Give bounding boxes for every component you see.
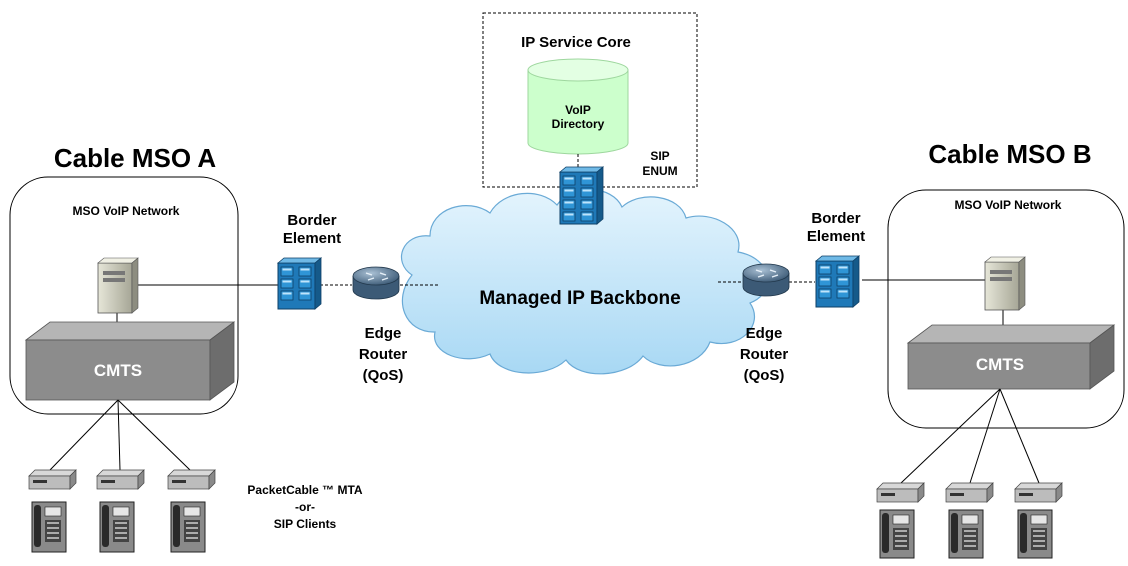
link-cmts-b-mta-2 [969,388,1001,484]
link-cmts-b-mta-3 [999,388,1040,484]
edge-router-b-label-3: (QoS) [743,367,785,384]
border-element-a [276,257,323,310]
phone-icon [99,501,135,553]
link-cmts-a-mta-1 [49,399,119,471]
clients-label-line1: PacketCable ™ MTA [247,483,363,497]
mta-a-1 [28,469,77,490]
edge-router-b [742,263,790,297]
link-cmts-a-mta-3 [117,399,191,471]
core-border-element [558,166,605,225]
mta-b-1 [876,482,925,503]
clients-label-line3: SIP Clients [273,517,337,531]
border-element-a-label-1: Border [287,212,337,229]
cmts-a [24,321,236,401]
phone-icon [31,501,67,553]
link-cmts-a-mta-2 [117,399,121,471]
mso-b-title: Cable MSO B [928,139,1092,169]
edge-router-b-label-2: Router [739,346,789,363]
core-protocol-enum: ENUM [642,164,678,178]
backbone-label: Managed IP Backbone [479,288,681,309]
phone-icon [879,509,915,559]
phone-icon [1017,509,1053,559]
border-element-b-label-2: Element [806,228,866,245]
mso-a-network-box [9,176,239,415]
border-element-a-label-2: Element [282,230,342,247]
border-element-b [814,255,861,308]
db-label-line1: VoIP [565,103,591,117]
edge-router-b-label-1: Edge [745,325,783,342]
voip-directory-database [527,58,629,155]
db-label-line2: Directory [551,117,605,131]
border-element-b-label-1: Border [811,210,861,227]
clients-label-line2: -or- [295,500,315,514]
call-server-a [97,257,139,314]
mta-a-3 [167,469,216,490]
phone-icon [170,501,206,553]
core-protocol-sip: SIP [650,149,670,163]
call-server-b [984,256,1026,311]
link-cmts-b-mta-1 [900,388,1001,484]
mta-b-3 [1014,482,1063,503]
core-title: IP Service Core [521,34,631,51]
mso-a-title: Cable MSO A [53,143,217,173]
edge-router-a-label-1: Edge [364,325,402,342]
edge-router-a-label-2: Router [358,346,408,363]
cmts-b [906,324,1116,390]
mso-b-network-box [887,189,1125,429]
cmts-a-label: CMTS [93,361,143,380]
phone-icon [948,509,984,559]
mta-b-2 [945,482,994,503]
edge-router-a [352,266,400,300]
mso-a-network-label: MSO VoIP Network [72,204,180,218]
edge-router-a-label-3: (QoS) [362,367,404,384]
cmts-b-label: CMTS [975,355,1025,374]
mso-b-network-label: MSO VoIP Network [954,198,1062,212]
mta-a-2 [96,469,145,490]
